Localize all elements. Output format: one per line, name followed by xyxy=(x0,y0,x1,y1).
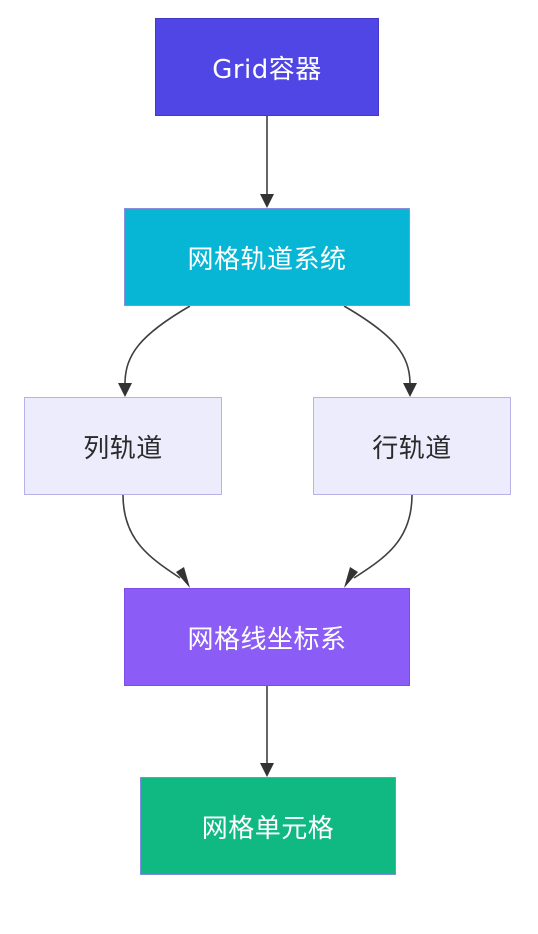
arrowhead-track-system xyxy=(260,194,274,208)
node-grid-track-system-label: 网格轨道系统 xyxy=(187,244,347,275)
node-grid-cell-label: 网格单元格 xyxy=(201,813,335,844)
node-grid-cell: 网格单元格 xyxy=(140,777,396,875)
node-grid-track-system: 网格轨道系统 xyxy=(124,208,410,306)
node-grid-container: Grid容器 xyxy=(155,18,379,116)
node-column-track-label: 列轨道 xyxy=(83,433,163,464)
node-row-track-label: 行轨道 xyxy=(372,433,452,464)
node-grid-line-coordinates: 网格线坐标系 xyxy=(124,588,410,686)
arrowhead-grid-lines-right xyxy=(344,567,358,588)
edge-row-track-to-grid-lines xyxy=(353,494,413,579)
edge-track-system-to-column-track xyxy=(124,305,191,385)
edge-track-system-to-row-track xyxy=(343,305,411,385)
node-grid-container-label: Grid容器 xyxy=(212,54,322,85)
arrowhead-row-track xyxy=(403,383,417,397)
arrowhead-grid-cell xyxy=(260,763,274,777)
node-grid-line-coordinates-label: 网格线坐标系 xyxy=(187,624,347,655)
node-column-track: 列轨道 xyxy=(24,397,222,495)
arrowhead-grid-lines-left xyxy=(176,567,190,588)
node-row-track: 行轨道 xyxy=(313,397,511,495)
arrowhead-column-track xyxy=(118,383,132,397)
edge-column-track-to-grid-lines xyxy=(122,494,181,579)
